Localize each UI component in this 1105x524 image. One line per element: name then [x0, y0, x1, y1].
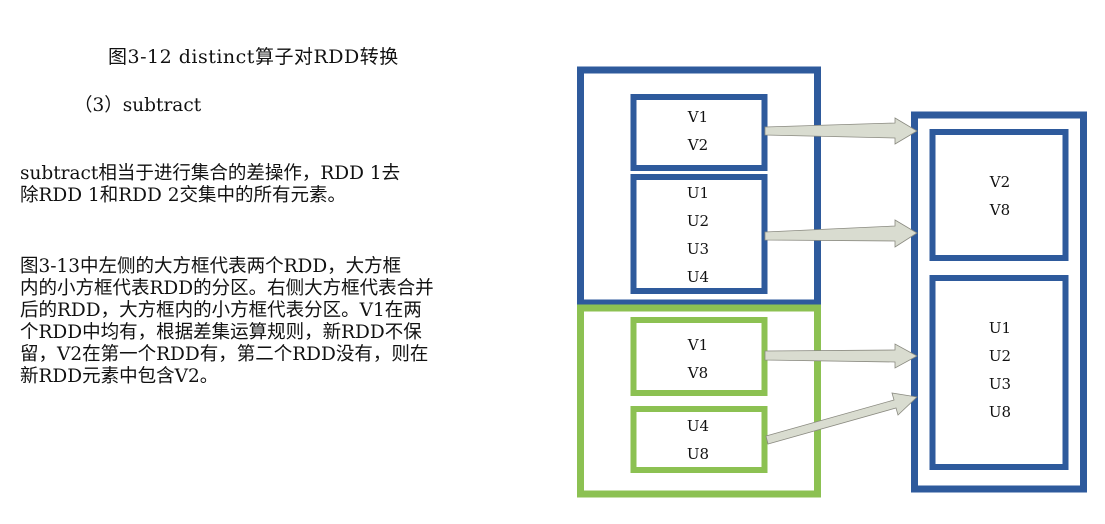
paragraph-line: 留，V2在第一个RDD有，第二个RDD没有，则在 — [20, 344, 429, 365]
result-rdd-box — [911, 111, 1087, 493]
partition-item: V8 — [687, 364, 708, 382]
partition-item: V1 — [687, 108, 708, 126]
arrow-rdd2-p2-to-result — [765, 392, 918, 445]
result-partition-1 — [929, 129, 1069, 261]
partition-item: V2 — [687, 136, 708, 154]
paragraph-line: 内的小方框代表RDD的分区。右侧大方框代表合并 — [20, 278, 434, 299]
rdd2-box — [577, 304, 821, 498]
paragraph-line: 新RDD元素中包含V2。 — [20, 366, 219, 387]
paragraph-line: 除RDD 1和RDD 2交集中的所有元素。 — [20, 185, 346, 206]
rdd2-partition-1 — [630, 317, 768, 396]
paragraph-subtract-definition: subtract相当于进行集合的差操作，RDD 1去 除RDD 1和RDD 2交… — [20, 163, 540, 207]
paragraph-line: 图3-13中左侧的大方框代表两个RDD，大方框 — [20, 256, 402, 277]
paragraph-line: subtract相当于进行集合的差操作，RDD 1去 — [20, 163, 401, 184]
partition-item: U8 — [989, 403, 1011, 421]
paragraph-figure-explanation: 图3-13中左侧的大方框代表两个RDD，大方框 内的小方框代表RDD的分区。右侧… — [20, 256, 540, 388]
rdd2-partition-2 — [630, 406, 768, 473]
partition-item: V1 — [687, 336, 708, 354]
result-partition-2 — [929, 275, 1069, 470]
rdd1-box — [577, 66, 821, 307]
arrow-rdd1-p2-to-result — [764, 219, 918, 248]
rdd1-partition-2 — [630, 174, 768, 294]
partition-item: U1 — [989, 319, 1011, 337]
rdd1-partition-1 — [630, 94, 768, 171]
partition-item: U2 — [687, 212, 709, 230]
partition-item: U1 — [687, 184, 709, 202]
partition-item: U3 — [989, 375, 1011, 393]
partition-item: U3 — [687, 240, 709, 258]
figure-caption: 图3-12 distinct算子对RDD转换 — [108, 46, 399, 68]
partition-item: V8 — [989, 201, 1010, 219]
section-subheading: （3）subtract — [74, 95, 202, 116]
arrow-rdd2-p1-to-result — [764, 343, 918, 369]
partition-item: U2 — [989, 347, 1011, 365]
partition-item: U4 — [687, 268, 709, 286]
partition-item: V2 — [989, 173, 1010, 191]
paragraph-line: 后的RDD，大方框内的小方框代表分区。V1在两 — [20, 300, 422, 321]
arrow-rdd1-p1-to-result — [764, 117, 918, 145]
paragraph-line: 个RDD中均有，根据差集运算规则，新RDD不保 — [20, 322, 422, 343]
partition-item: U8 — [687, 445, 709, 463]
partition-item: U4 — [687, 417, 709, 435]
